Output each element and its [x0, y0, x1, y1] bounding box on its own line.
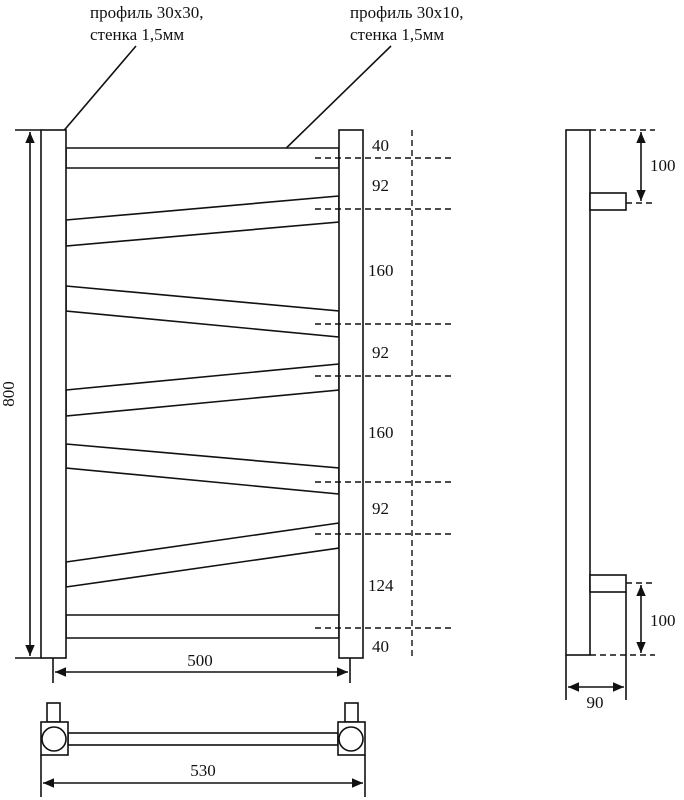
- bar-5: [65, 443, 340, 495]
- height-label: 800: [0, 381, 18, 407]
- bottom-offset-label: 100: [650, 611, 676, 630]
- depth-label: 90: [587, 693, 604, 712]
- bottom-view: [40, 702, 366, 797]
- post-profile-label-2: стенка 1,5мм: [90, 25, 184, 44]
- spacing-label: 160: [368, 261, 394, 280]
- bottom-width-label: 530: [190, 761, 216, 780]
- spacing-label: 124: [368, 576, 394, 595]
- bar-profile-label-2: стенка 1,5мм: [350, 25, 444, 44]
- bar-leader-line: [273, 45, 392, 161]
- bottom-bar: [67, 732, 339, 746]
- spacing-label: 92: [372, 499, 389, 518]
- width-label: 500: [187, 651, 213, 670]
- bar-6: [65, 522, 340, 588]
- spacing-dimension-lines: [315, 130, 452, 660]
- bottom-mount: [589, 574, 627, 593]
- bar-profile-label-1: профиль 30x10,: [350, 3, 463, 22]
- spacing-label: 40: [372, 136, 389, 155]
- right-post: [338, 129, 364, 659]
- front-view-bars: [65, 147, 340, 639]
- top-offset-label: 100: [650, 156, 676, 175]
- left-post: [40, 129, 67, 659]
- bar-7: [65, 614, 340, 639]
- spacing-label: 92: [372, 176, 389, 195]
- post-leader-line: [54, 45, 137, 142]
- bar-1: [65, 147, 340, 169]
- bar-3: [65, 285, 340, 338]
- top-mount: [589, 192, 627, 211]
- post-profile-label-1: профиль 30x30,: [90, 3, 203, 22]
- side-view: [565, 129, 655, 700]
- spacing-label: 92: [372, 343, 389, 362]
- right-pipe-icon: [338, 726, 364, 752]
- spacing-label: 160: [368, 423, 394, 442]
- bar-4: [65, 363, 340, 417]
- bar-2: [65, 195, 340, 247]
- spacing-label: 40: [372, 637, 389, 656]
- left-pipe-icon: [41, 726, 67, 752]
